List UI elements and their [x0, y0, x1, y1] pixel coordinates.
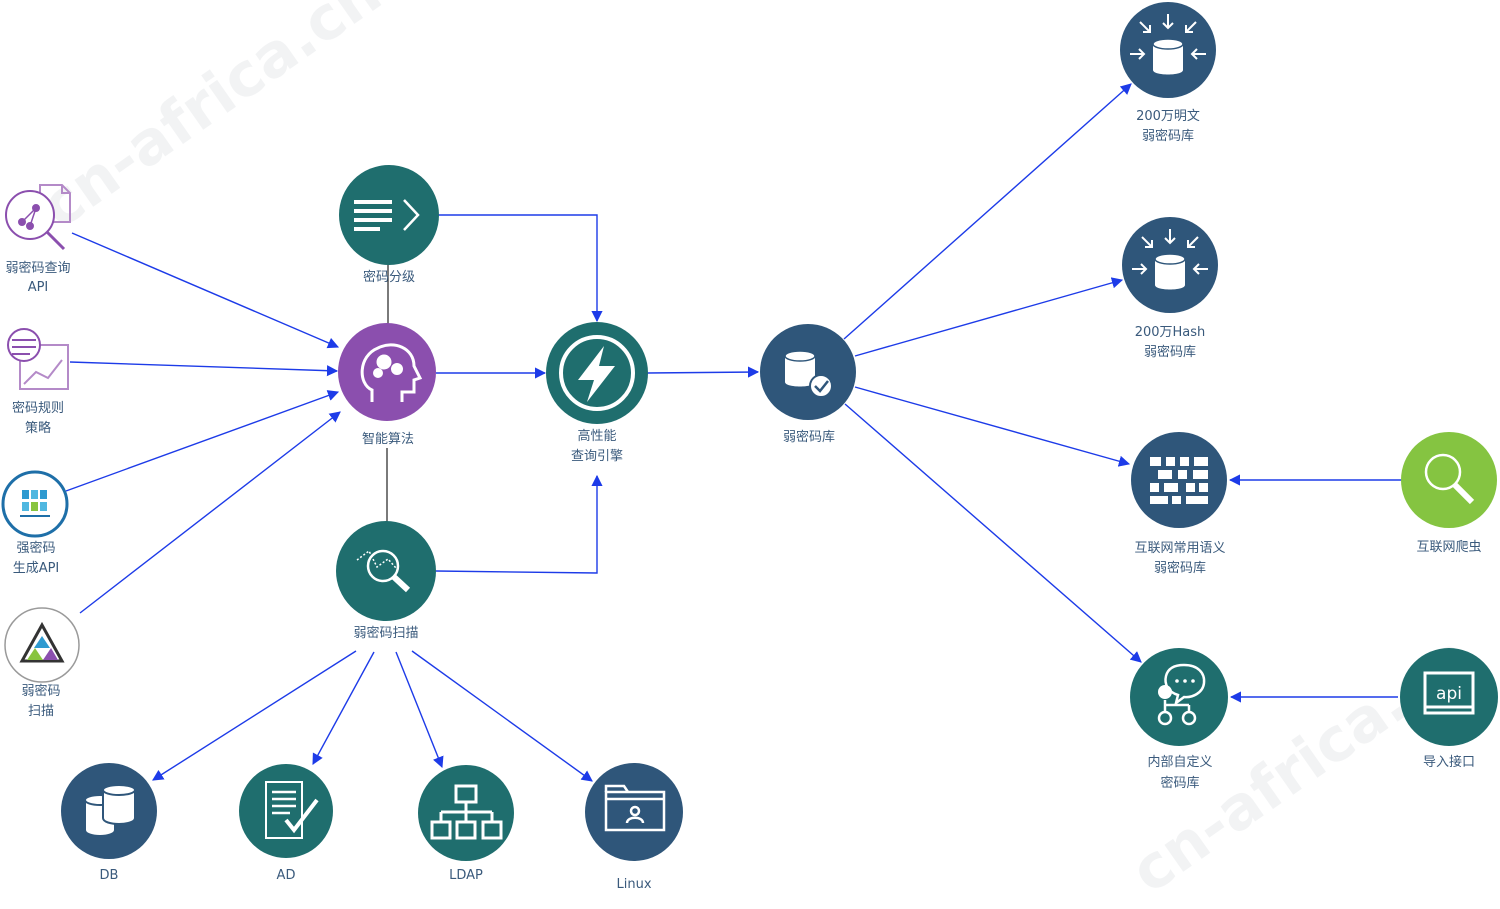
node-label: 导入接口: [1423, 754, 1475, 770]
database-arrows-icon: [1130, 14, 1206, 75]
node-label: 密码分级: [363, 269, 415, 285]
hierarchy-icon: [430, 784, 503, 840]
edge-engine-to-db: [646, 366, 760, 378]
node-import-interface[interactable]: api 导入接口: [1400, 648, 1498, 770]
node-label-line1: 内部自定义: [1147, 754, 1212, 770]
edge-grading-to-engine: [438, 214, 603, 323]
node-label: 弱密码扫描: [353, 625, 418, 641]
node-pwd-grading[interactable]: 密码分级: [339, 165, 439, 285]
edge-db-to-plaintext: [843, 83, 1132, 340]
node-label-line2: 扫描: [28, 704, 54, 719]
node-circle: [1131, 432, 1227, 528]
node-label-line2: 弱密码库: [1142, 128, 1194, 144]
grid-generator-icon: [1, 470, 69, 538]
node-label: Linux: [616, 877, 651, 892]
document-check-icon: [265, 781, 319, 839]
edge-rule-policy-to-algorithm: [69, 361, 339, 377]
edge-strong-api-to-algorithm: [65, 390, 340, 492]
node-label: 互联网爬虫: [1416, 540, 1481, 555]
node-label-line2: 弱密码库: [1144, 344, 1196, 360]
node-strong-pwd-api[interactable]: 强密码 生成API: [1, 470, 69, 576]
triangle-scan-icon: [4, 607, 80, 683]
node-plaintext-db[interactable]: 200万明文 弱密码库: [1120, 2, 1216, 144]
node-internal-custom-db[interactable]: 内部自定义 密码库: [1130, 648, 1228, 791]
node-circle: [338, 323, 436, 421]
api-icon-text: api: [1436, 684, 1462, 704]
node-label-line1: 强密码: [16, 540, 55, 556]
policy-chart-icon: [7, 328, 69, 390]
node-smart-algorithm[interactable]: 智能算法: [338, 323, 436, 447]
watermark-top: cn-africa.cn: [28, 0, 393, 242]
database-icon: [84, 784, 136, 837]
node-internet-semantic-db[interactable]: 互联网常用语义 弱密码库: [1131, 432, 1227, 576]
database-arrows-icon: [1132, 229, 1208, 290]
node-ad-target[interactable]: AD: [239, 764, 333, 883]
node-circle: [1130, 648, 1228, 746]
node-ldap-target[interactable]: LDAP: [418, 765, 514, 883]
node-label: 智能算法: [362, 432, 414, 447]
node-label-line1: 弱密码查询: [5, 260, 70, 276]
edge-scan-to-engine: [435, 474, 603, 574]
edge-scan-to-ldap: [395, 651, 444, 769]
database-lock-icon: [784, 350, 833, 398]
node-label-line2: 弱密码库: [1154, 560, 1206, 576]
node-linux-target[interactable]: Linux: [585, 763, 683, 892]
node-label-line1: 互联网常用语义: [1134, 541, 1225, 556]
node-label-line2: 策略: [25, 420, 51, 436]
edges: [65, 83, 1402, 782]
node-label: 弱密码库: [783, 429, 835, 445]
node-internet-crawler[interactable]: 互联网爬虫: [1401, 432, 1497, 555]
folder-user-icon: [604, 784, 666, 832]
node-circle: [585, 763, 683, 861]
node-weak-pwd-scan[interactable]: 弱密码扫描: [336, 521, 436, 641]
node-label-line1: 弱密码: [21, 683, 60, 699]
node-hp-query-engine[interactable]: 高性能 查询引擎: [546, 322, 648, 464]
chat-people-icon: [1157, 663, 1206, 726]
search-icon: [1424, 453, 1475, 505]
node-label: LDAP: [449, 868, 483, 883]
node-weak-pwd-scan-left[interactable]: 弱密码 扫描: [4, 607, 80, 719]
node-circle: [336, 521, 436, 621]
node-label-line2: 密码库: [1160, 775, 1199, 791]
node-hash-db[interactable]: 200万Hash 弱密码库: [1122, 217, 1218, 360]
edge-db-to-internal: [844, 403, 1142, 663]
api-screen-icon: api: [1423, 671, 1475, 715]
node-label-line1: 密码规则: [12, 400, 64, 416]
node-circle: [1401, 432, 1497, 528]
node-label-line2: API: [28, 280, 49, 295]
edge-db-to-hash: [854, 277, 1124, 357]
node-weak-pwd-query-api[interactable]: 弱密码查询 API: [5, 184, 71, 295]
edge-scan-left-to-algorithm: [79, 411, 341, 614]
search-share-icon: [5, 184, 71, 251]
magnifier-graph-icon: [356, 549, 411, 593]
brain-gears-icon: [360, 343, 423, 402]
edge-db-to-semantic: [854, 386, 1131, 467]
node-circle: [339, 165, 439, 265]
node-db-target[interactable]: DB: [61, 763, 157, 883]
edge-query-api-to-algorithm: [71, 232, 340, 349]
node-label-line1: 200万明文: [1136, 109, 1200, 124]
node-circle: [239, 764, 333, 858]
node-label-line2: 生成API: [13, 561, 60, 576]
node-weak-pwd-db[interactable]: 弱密码库: [760, 324, 856, 445]
lightning-icon: [559, 335, 635, 411]
list-arrow-icon: [354, 199, 420, 231]
mosaic-icon: [1150, 457, 1208, 504]
node-pwd-rule-policy[interactable]: 密码规则 策略: [7, 328, 69, 436]
edge-scan-to-db: [152, 650, 357, 781]
node-label: AD: [277, 868, 296, 883]
node-label-line1: 高性能: [577, 428, 616, 444]
node-label-line1: 200万Hash: [1135, 325, 1206, 340]
node-label: DB: [100, 868, 119, 883]
edge-scan-to-linux: [411, 650, 593, 782]
node-label-line2: 查询引擎: [571, 449, 623, 464]
edge-scan-to-ad: [312, 651, 375, 765]
